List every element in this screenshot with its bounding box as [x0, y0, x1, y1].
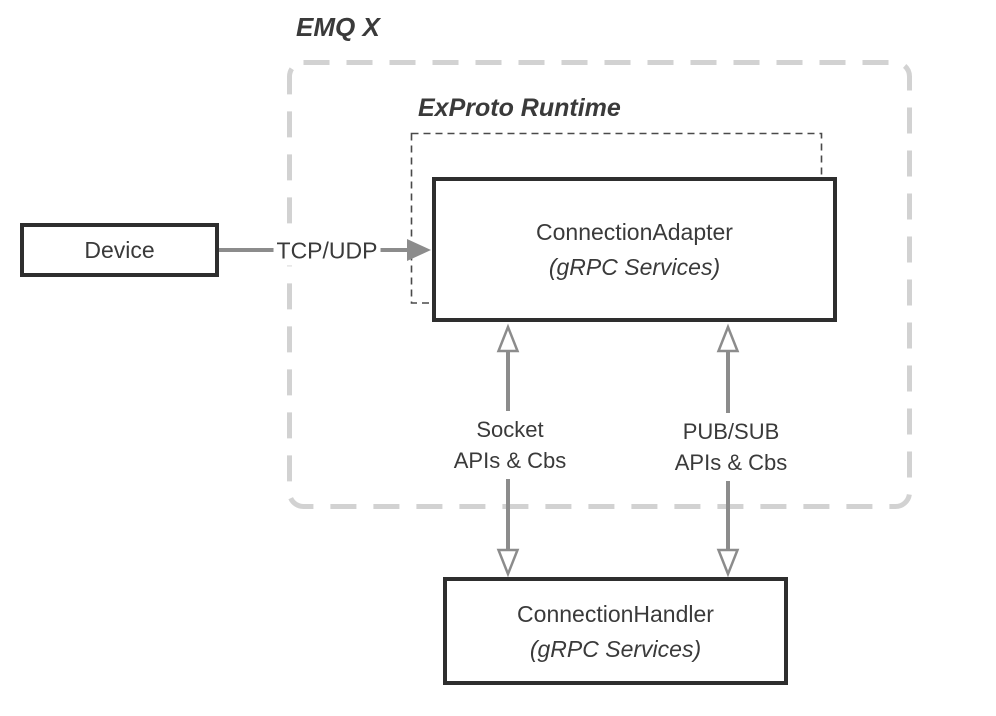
socket-down-arrowhead-icon: [496, 548, 520, 578]
tcp-udp-edge-label: TCP/UDP: [273, 236, 381, 266]
connection-adapter-node: ConnectionAdapter (gRPC Services): [432, 177, 837, 322]
pubsub-down-arrowhead-icon: [716, 548, 740, 578]
socket-up-arrowhead-icon: [496, 323, 520, 353]
device-node-label: Device: [84, 236, 155, 263]
device-node: Device: [20, 223, 219, 277]
tcp-udp-arrowhead-icon: [407, 239, 431, 261]
exproto-runtime-zone-title: ExProto Runtime: [418, 94, 621, 122]
connection-adapter-label: ConnectionAdapter: [536, 219, 733, 245]
connection-handler-label: ConnectionHandler: [517, 600, 714, 627]
pubsub-up-arrowhead-icon: [716, 323, 740, 353]
socket-edge-label-line2: APIs & Cbs: [453, 448, 567, 473]
pubsub-edge-label-line1: PUB/SUB: [682, 419, 780, 444]
pubsub-edge-label-line2: APIs & Cbs: [674, 450, 788, 475]
connection-adapter-sublabel: (gRPC Services): [548, 254, 721, 280]
emqx-boundary-dashed-rect: [287, 60, 912, 509]
connection-handler-sublabel: (gRPC Services): [529, 635, 702, 662]
socket-edge-label-line1: Socket: [476, 417, 544, 442]
emqx-zone-title: EMQ X: [296, 12, 380, 42]
connection-handler-node: ConnectionHandler (gRPC Services): [443, 577, 788, 685]
pubsub-edge-label: PUB/SUB APIs & Cbs: [666, 413, 796, 481]
socket-edge-label: Socket APIs & Cbs: [445, 411, 575, 479]
